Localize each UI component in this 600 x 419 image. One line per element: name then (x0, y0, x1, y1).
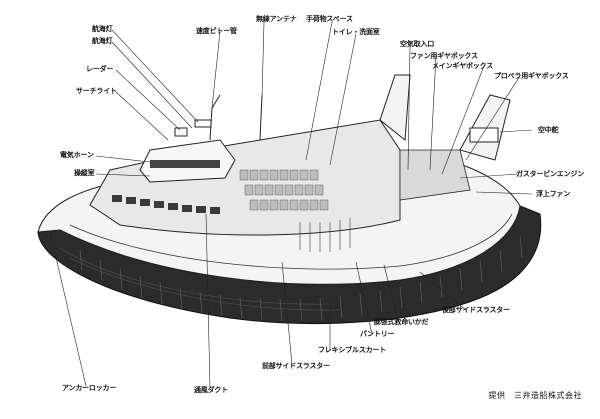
label-pitot-tube: 速度ピトー管 (196, 27, 237, 35)
label-rear-side-thruster: 後部サイドスラスター (442, 306, 510, 314)
passenger-seats (239, 169, 329, 211)
label-air-rudder: 空中舵 (538, 126, 559, 134)
label-navigation-light-upper: 航海灯 (92, 25, 113, 33)
label-radar: レーダー (86, 65, 114, 73)
label-searchlight: サーチライト (76, 87, 117, 95)
label-luggage-space: 手荷物スペース (306, 15, 353, 23)
label-ventilation-duct: 通風ダクト (194, 386, 228, 394)
side-vents (299, 218, 351, 252)
label-propeller-gearbox: プロペラ用ギヤボックス (494, 72, 569, 80)
label-toilet: トイレ・洗面室 (332, 28, 380, 36)
skirt-ribs (79, 235, 523, 322)
label-main-gearbox: メインギヤボックス (432, 62, 493, 70)
label-air-intake: 空気取入口 (400, 40, 434, 48)
cabin-windows (112, 195, 220, 214)
label-radio-antenna: 無線アンテナ (256, 15, 297, 23)
label-gas-turbine: ガスタービンエンジン (516, 170, 584, 178)
label-electric-horn: 電気ホーン (60, 151, 94, 159)
label-fan-gearbox: ファン用ギヤボックス (410, 52, 478, 60)
credit-text: 提供 三井造船株式会社 (488, 391, 582, 400)
cabin (89, 119, 401, 252)
leader-lines (49, 21, 533, 389)
cockpit-superstructure (139, 139, 236, 183)
mast (174, 94, 263, 141)
label-inflatable-liferaft: 膨張式救命いかだ (374, 318, 429, 326)
label-flexible-skirt: フレキシブルスカート (318, 346, 386, 354)
label-pantry: パントリー (360, 330, 395, 338)
label-lift-fan: 浮上ファン (536, 190, 570, 198)
label-navigation-light-lower: 航海灯 (92, 37, 113, 45)
label-anchor-locker: アンカーロッカー (62, 384, 117, 392)
label-cockpit: 操縦室 (74, 169, 95, 177)
label-front-side-thruster: 前部サイドスラスター (262, 362, 330, 370)
